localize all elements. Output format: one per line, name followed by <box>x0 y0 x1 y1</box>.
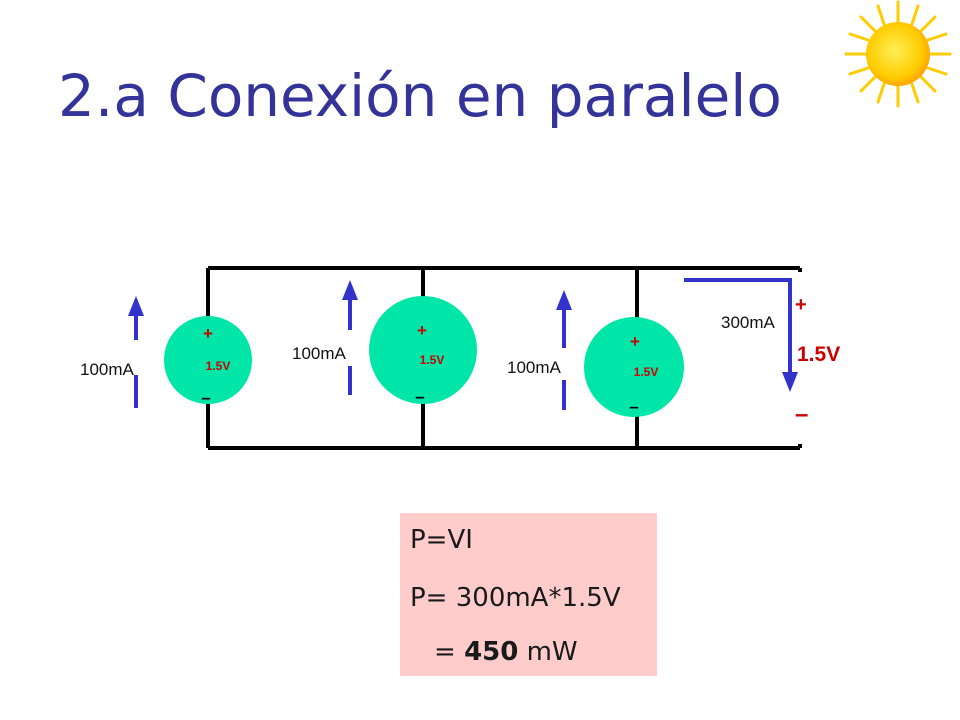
current-label-2: 100mA <box>292 344 347 363</box>
output-plus: + <box>795 294 807 316</box>
power-result-value: 450 <box>464 637 519 667</box>
formula-equals: = <box>434 637 465 667</box>
output-current-label: 300mA <box>721 313 776 332</box>
voltage-source-3: + 1.5V – <box>584 317 684 417</box>
formula-line-3: = 450 mW <box>434 637 578 667</box>
source-3-voltage: 1.5V <box>634 365 659 379</box>
output-current-arrow <box>684 278 798 392</box>
source-2-plus: + <box>417 321 427 340</box>
source-1-minus: – <box>201 388 210 407</box>
slide-title: 2.a Conexión en paralelo <box>58 62 782 130</box>
current-label-1: 100mA <box>80 360 135 379</box>
voltage-source-2: + 1.5V – <box>369 296 477 406</box>
output-voltage: 1.5V <box>797 343 840 366</box>
output-minus: – <box>795 401 808 428</box>
sun-icon <box>844 0 952 108</box>
source-1-plus: + <box>203 324 213 343</box>
formula-line-2: P= 300mA*1.5V <box>410 583 621 613</box>
source-1-voltage: 1.5V <box>206 359 231 373</box>
source-3-minus: – <box>629 397 638 416</box>
voltage-source-1: + 1.5V – <box>164 316 252 407</box>
current-arrow-3 <box>556 290 572 410</box>
source-2-voltage: 1.5V <box>420 353 445 367</box>
current-label-3: 100mA <box>507 358 562 377</box>
source-2-minus: – <box>415 387 424 406</box>
current-arrow-1 <box>128 296 144 408</box>
power-formula-box: P=VI P= 300mA*1.5V = 450 mW <box>400 513 657 676</box>
source-3-plus: + <box>630 332 640 351</box>
power-result-unit: mW <box>518 637 578 667</box>
formula-line-1: P=VI <box>410 525 473 555</box>
current-arrow-2 <box>342 280 358 395</box>
